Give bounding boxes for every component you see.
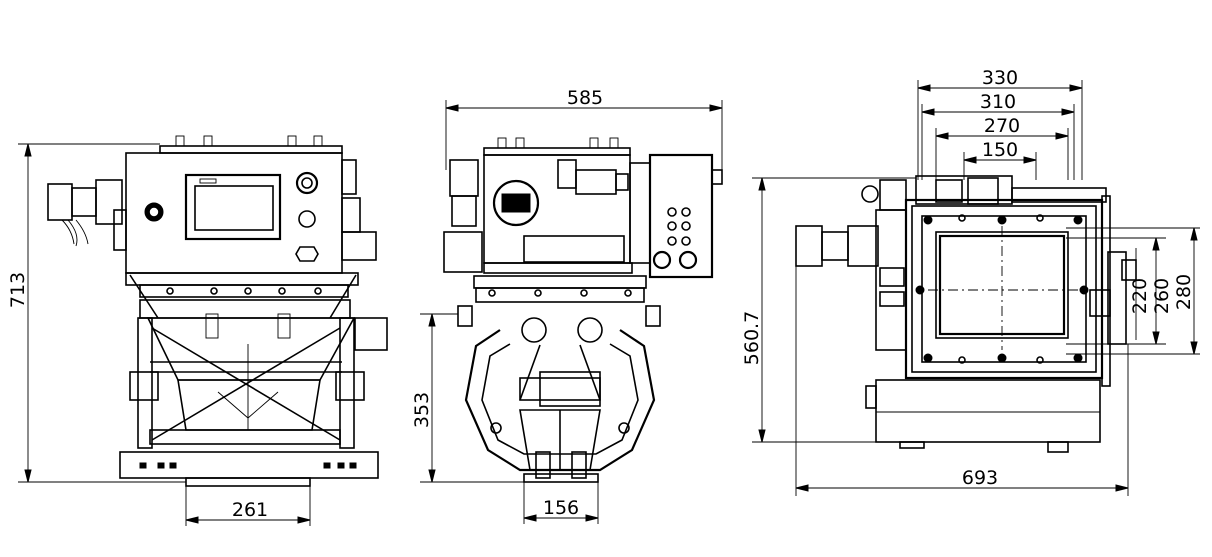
- dim-330: 330: [982, 67, 1018, 89]
- lower-housing: [875, 379, 1101, 443]
- dim-585: 585: [567, 87, 603, 109]
- top-view: 330 310 270 150 560.7 693: [741, 67, 1200, 496]
- dim-150: 150: [982, 139, 1018, 161]
- dim-713: 713: [7, 272, 29, 308]
- dim-156: 156: [543, 497, 579, 519]
- hopper: [146, 317, 356, 381]
- front-view: 713 261: [7, 135, 388, 526]
- dim-310: 310: [980, 91, 1016, 113]
- dim-261: 261: [232, 499, 268, 521]
- dim-270: 270: [984, 115, 1020, 137]
- dim-280: 280: [1173, 274, 1195, 310]
- dim-220: 220: [1129, 278, 1151, 314]
- sensor: [492, 179, 540, 227]
- side-view: 585 353 156: [411, 87, 723, 524]
- dim-260: 260: [1151, 278, 1173, 314]
- touch-screen: [184, 173, 282, 241]
- dim-560-7: 560.7: [741, 311, 763, 365]
- motor: [47, 183, 73, 221]
- top-motor: [795, 225, 823, 267]
- dim-353: 353: [411, 392, 433, 428]
- control-knob: [295, 171, 319, 195]
- dim-693: 693: [962, 467, 998, 489]
